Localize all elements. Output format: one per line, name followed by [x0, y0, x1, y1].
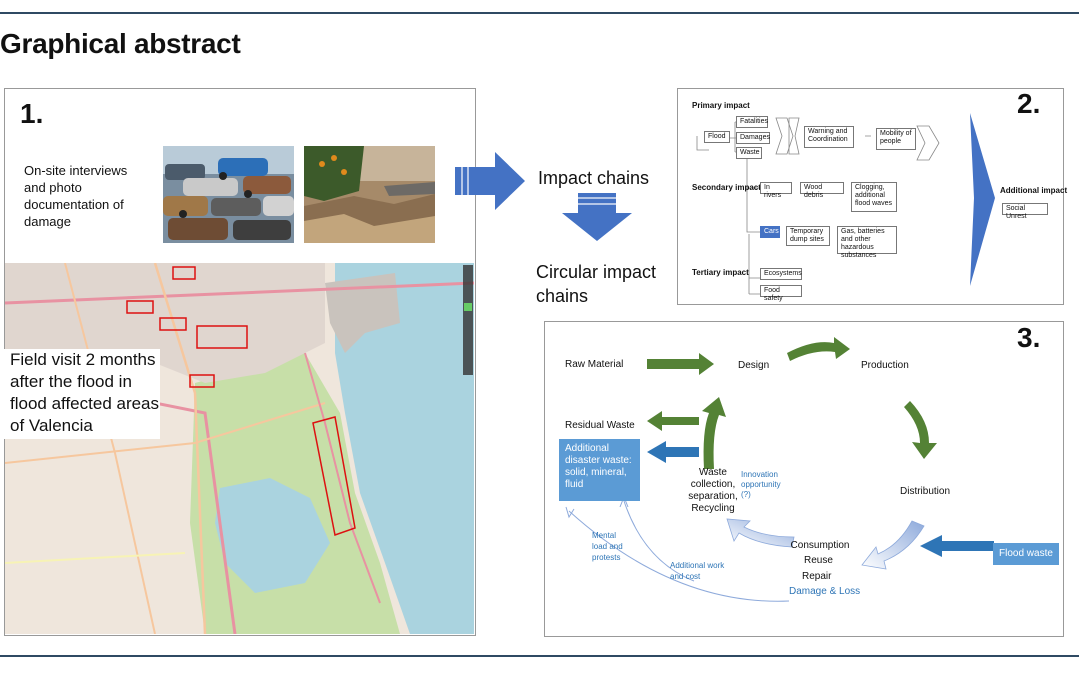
arrow-right-icon: [455, 152, 525, 210]
label-production: Production: [861, 360, 909, 371]
photo-damaged-cars: [163, 146, 294, 243]
label-mental-load: Mental load and protests: [592, 531, 623, 562]
page-title: Graphical abstract: [0, 28, 241, 59]
box-flood: Flood: [704, 131, 730, 143]
arrow-down-icon: [562, 193, 632, 241]
box-damages: Damages: [736, 132, 770, 144]
box-warning: Warning and Coordination: [804, 126, 854, 148]
primary-impact-label: Primary impact: [692, 101, 750, 110]
label-design: Design: [738, 360, 770, 371]
box-ecosystems: Ecosystems: [760, 268, 802, 280]
label-raw-material: Raw Material: [565, 359, 624, 370]
label-consumption: Consumption: [790, 540, 850, 551]
label-damage-loss: Damage & Loss: [789, 586, 861, 597]
box-mobility: Mobility of people: [876, 128, 916, 150]
box-food-safety: Food safety: [760, 285, 802, 302]
map-valencia[interactable]: [5, 263, 474, 634]
box-cars: Cars: [760, 226, 780, 238]
box-social-unrest: Social Unrest: [1002, 203, 1048, 220]
abstract-frame: [0, 12, 1079, 657]
panel2-number: 2.: [1017, 88, 1041, 119]
box-waste: Waste: [736, 147, 762, 159]
label-additional-work: Additional work and cost: [670, 561, 725, 581]
label-impact-chains: Impact chains: [538, 168, 650, 188]
label-distribution: Distribution: [900, 486, 951, 497]
box-fatalities: Fatalities: [736, 116, 768, 128]
panel3-number: 3.: [1017, 322, 1041, 353]
additional-impact-label: Additional impact: [1000, 186, 1068, 195]
box-gas: Gas, batteries and other hazardous subst…: [837, 226, 897, 259]
label-circular-impact-chains: Circular impact chains: [536, 262, 657, 306]
box-wood-debris: Wood debris: [800, 182, 844, 199]
secondary-impact-label: Secondary impact: [692, 183, 761, 192]
box-additional-disaster-waste: Additional disaster waste: solid, minera…: [559, 439, 640, 501]
box-temporary: Temporary dump sites: [786, 226, 830, 246]
label-reuse: Reuse: [804, 555, 833, 566]
label-innovation: Innovation opportunity (?): [741, 470, 781, 499]
panel1-number: 1.: [20, 98, 44, 129]
field-visit-text: Field visit 2 months after the flood in …: [0, 349, 160, 439]
box-clogging: Clogging, additional flood waves: [851, 182, 897, 212]
label-waste-collection: Waste collection, separation, Recycling: [688, 467, 738, 514]
label-repair: Repair: [802, 571, 832, 582]
box-flood-waste: Flood waste: [993, 543, 1059, 565]
photo-mud-field: [304, 146, 435, 243]
circular-flow-arrows: [565, 337, 994, 602]
box-in-rivers: In rivers: [760, 182, 792, 199]
interview-text: On-site interviews and photo documentati…: [24, 163, 128, 229]
tertiary-impact-label: Tertiary impact: [692, 268, 749, 277]
label-residual-waste: Residual Waste: [565, 420, 635, 431]
